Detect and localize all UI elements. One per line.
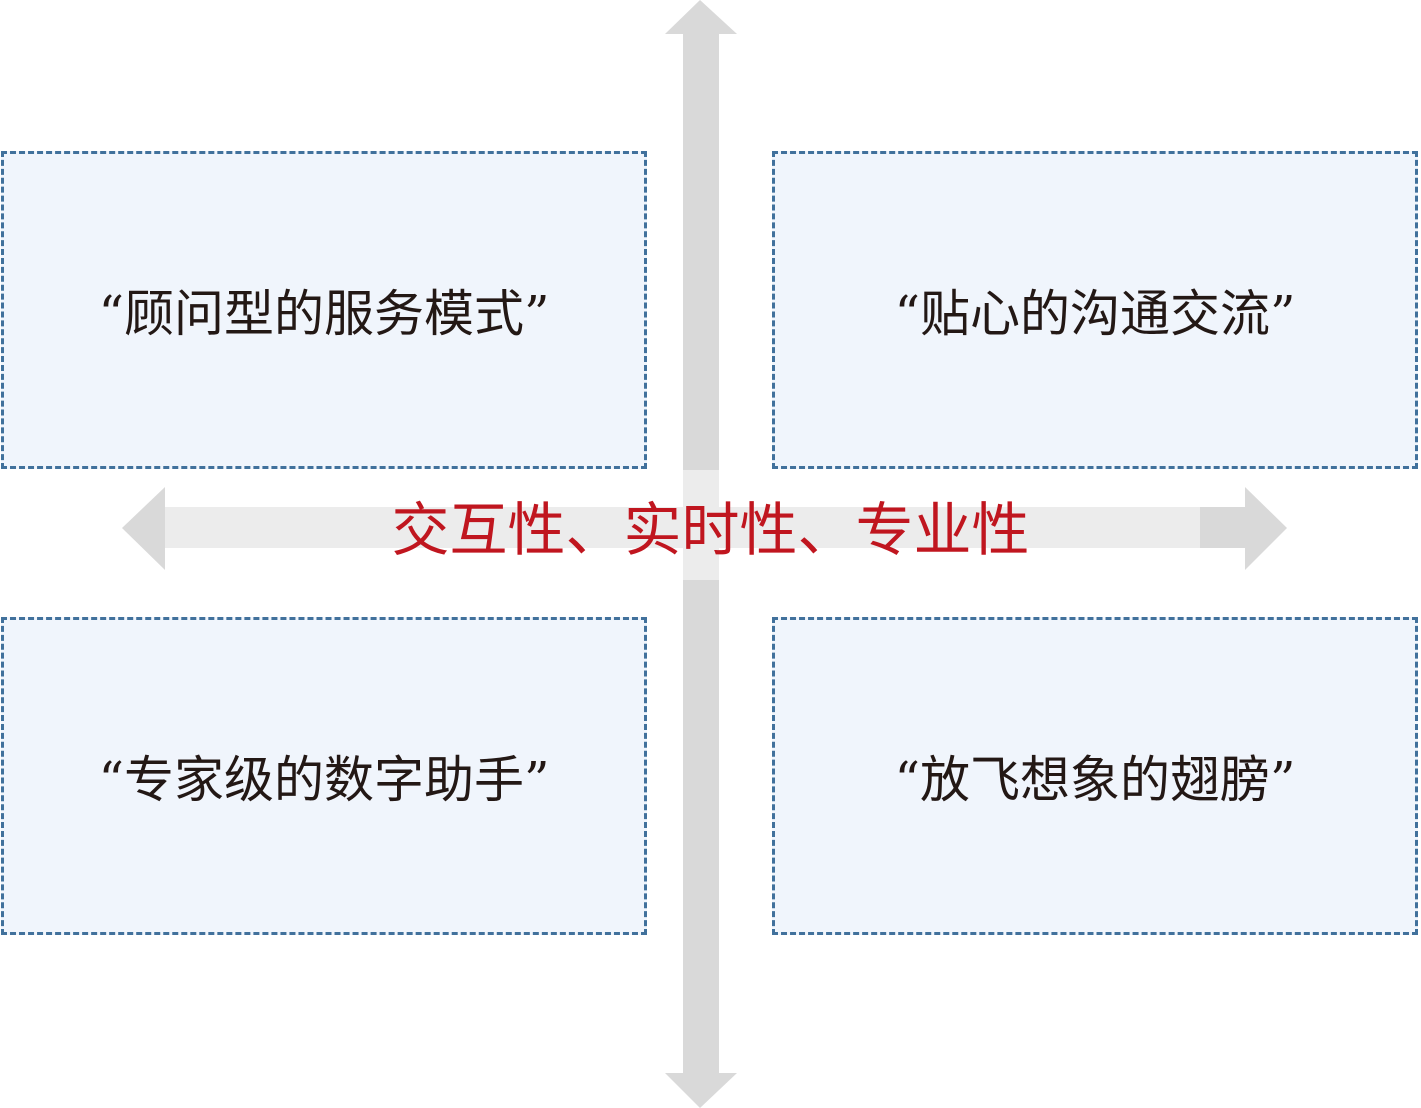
quadrant-bottom-right: “放飞想象的翅膀” xyxy=(772,617,1418,935)
quadrant-bottom-left: “专家级的数字助手” xyxy=(1,617,647,935)
center-axis-label: 交互性、实时性、专业性 xyxy=(391,496,1030,564)
horizontal-axis-right-shade xyxy=(1200,507,1247,548)
quadrant-label: “专家级的数字助手” xyxy=(98,751,550,809)
up-arrowhead-icon xyxy=(665,0,737,34)
quadrant-top-left: “顾问型的服务模式” xyxy=(1,151,647,469)
quadrant-top-right: “贴心的沟通交流” xyxy=(772,151,1418,469)
quadrant-label: “顾问型的服务模式” xyxy=(98,285,550,343)
left-arrowhead-icon xyxy=(122,487,165,570)
right-arrowhead-icon xyxy=(1245,487,1287,570)
vertical-axis-upper xyxy=(683,34,719,507)
vertical-axis-lower xyxy=(683,580,719,1074)
vertical-axis-crossing xyxy=(683,470,719,580)
quadrant-label: “贴心的沟通交流” xyxy=(894,285,1296,343)
quadrant-label: “放飞想象的翅膀” xyxy=(894,751,1296,809)
down-arrowhead-icon xyxy=(665,1073,737,1108)
